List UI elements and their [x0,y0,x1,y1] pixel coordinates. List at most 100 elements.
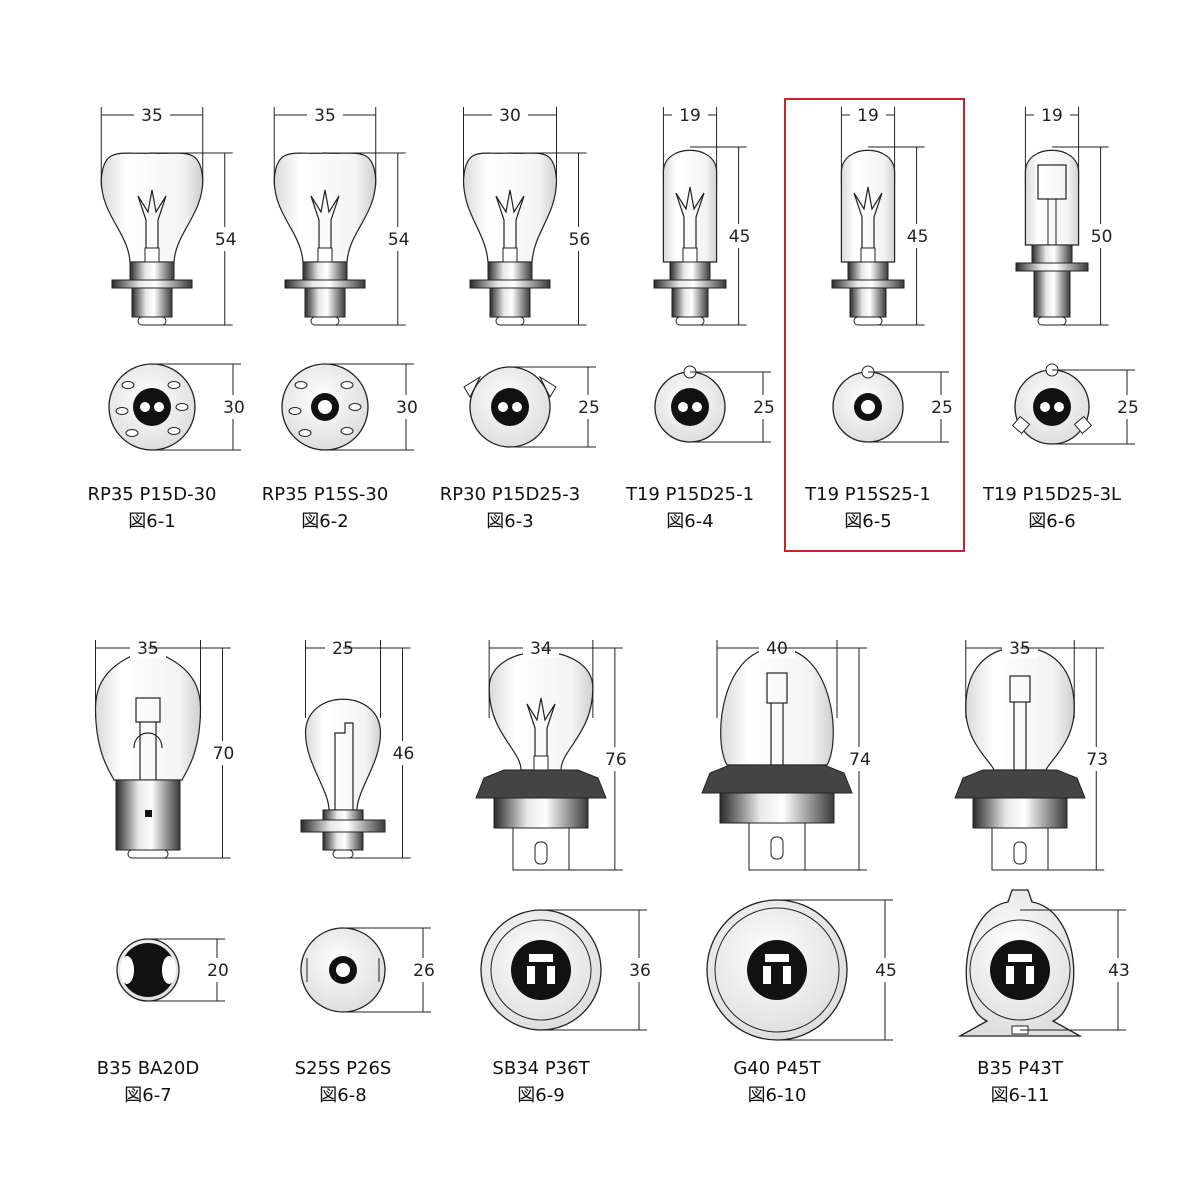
base-cylinder [972,797,1068,829]
contact-pin-icon [529,954,553,962]
base-contacts [137,316,167,326]
contact-pin-icon [678,402,688,412]
figure-number-label: 図6-8 [319,1085,367,1106]
filament-icon [526,697,556,770]
glass-bulb [94,647,202,781]
filament-icon [310,189,340,262]
contact-pin-icon [527,966,535,984]
contact-disc [747,940,807,1000]
th-label: 76 [605,750,627,770]
filament-support-icon [533,755,549,771]
contact-pin-icon [154,402,164,412]
glass-bulb [304,698,382,811]
figure-number-label: 図6-7 [124,1085,172,1106]
terminal-tab [534,841,548,865]
width-label: 35 [314,106,336,126]
filament-support-icon [502,247,518,263]
width-label: 40 [766,639,788,659]
width-label-bg [130,636,166,658]
contact-disc [1033,388,1071,426]
base-flange [475,769,607,799]
th-label-bg [1086,224,1117,248]
filament-icon [495,189,525,262]
th-label-bg [1082,747,1113,771]
base-flange [469,279,551,289]
terminal-tab [1013,841,1027,865]
base-collar [1031,244,1073,264]
cd-label: 43 [1108,961,1130,981]
base-cylinder [719,792,835,824]
base-end-view [116,938,180,1002]
filament-icon [135,697,161,723]
base-collar [669,261,711,281]
base-end-view [108,363,196,451]
figure-number-label: 図6-4 [666,511,714,532]
contact-pin-icon [1026,966,1034,984]
th-label-bg [383,227,414,251]
cd-label: 26 [413,961,435,981]
base-flange [1015,262,1089,272]
contact-pin-icon [512,402,522,412]
mounting-slot-icon [294,381,308,389]
cd-label-bg [219,395,249,419]
width-label-bg [850,103,886,125]
base-collar [302,261,348,281]
width-label-bg [492,103,528,125]
figure-number-label: 図6-6 [1028,511,1076,532]
th-label-bg [902,224,933,248]
contact-pin-icon [1006,966,1014,984]
base-cylinder [671,287,709,318]
contact-pin-icon [120,956,134,984]
th-label: 45 [907,227,929,247]
contact-pin-icon [783,966,791,984]
glass-bulb [462,152,558,263]
bulb-model-label: T19 P15D25-1 [625,484,755,505]
mounting-slot-icon [167,381,181,389]
glass-bulb [965,647,1075,771]
cd-label: 36 [629,961,651,981]
cd-label: 30 [223,398,245,418]
th-label: 54 [388,230,410,250]
base-contacts [127,849,169,859]
width-label-bg [134,103,170,125]
base-flange [111,279,193,289]
filament-icon [675,186,705,262]
cd-label-bg [927,395,957,419]
cd-label-bg [409,958,439,982]
width-label: 25 [332,639,354,659]
cd-label-bg [625,958,655,982]
bulb-model-label: T19 P15S25-1 [805,484,931,505]
mounting-slot-icon [340,381,354,389]
contact-pin-icon [763,966,771,984]
cd-label: 25 [1117,398,1139,418]
mounting-slot-icon [121,381,135,389]
base-end-view [1011,363,1093,445]
filament-support-icon [144,247,160,263]
mounting-slot-icon [298,429,312,437]
mounting-slot-icon [175,403,189,411]
width-label: 19 [679,106,701,126]
base-flange [284,279,366,289]
bulb-model-label: B35 P43T [977,1058,1063,1079]
mounting-slot-icon [348,403,362,411]
th-label-bg [564,227,595,251]
base-contacts [675,316,705,326]
contact-pin-icon [1008,954,1032,962]
base-collar [129,261,175,281]
base-flange [701,764,853,794]
base-end-view [480,909,602,1031]
base-contacts [495,316,525,326]
base-contacts [1037,316,1067,326]
terminal-tab [770,836,784,860]
